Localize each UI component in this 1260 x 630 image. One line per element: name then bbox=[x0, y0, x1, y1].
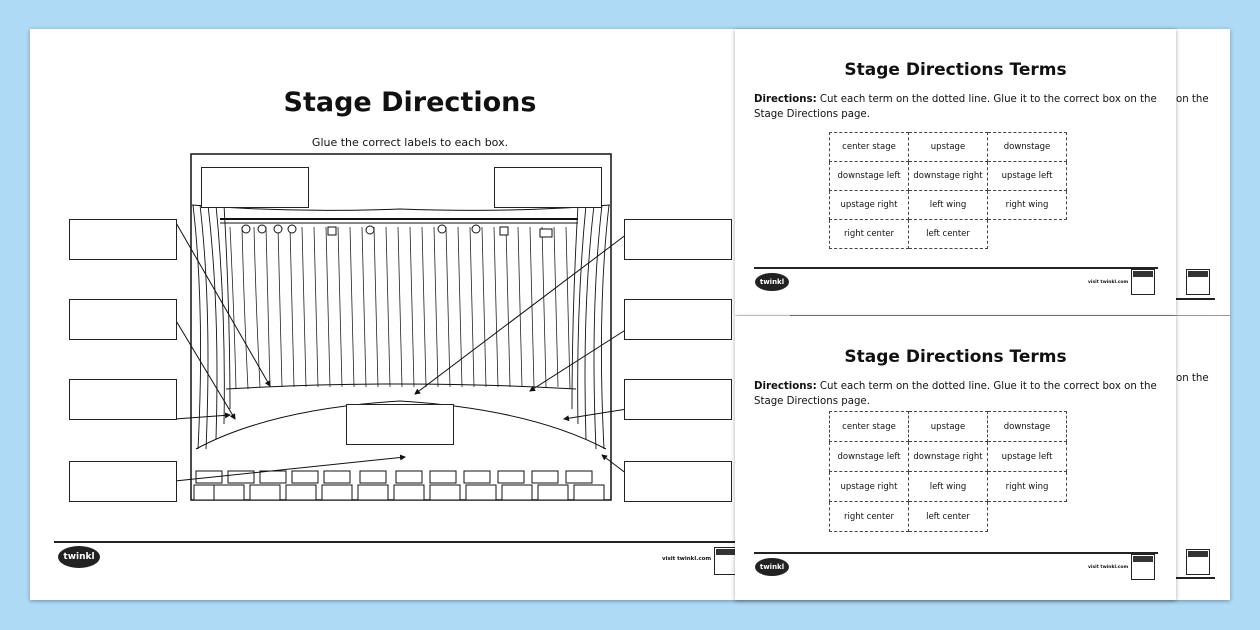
quality-badge bbox=[1131, 554, 1155, 580]
term-cell[interactable]: left center bbox=[909, 502, 988, 532]
term-cell[interactable]: downstage right bbox=[909, 442, 988, 472]
footer-line bbox=[754, 267, 1158, 269]
label-box-right-1[interactable] bbox=[624, 219, 732, 260]
stage-directions-worksheet: Stage Directions Glue the correct labels… bbox=[30, 29, 790, 600]
terms-sheet-title: Stage Directions Terms bbox=[735, 60, 1176, 80]
footer-line bbox=[54, 541, 736, 543]
empty-cell bbox=[988, 502, 1067, 532]
label-box-top-right[interactable] bbox=[494, 167, 602, 208]
label-box-right-4[interactable] bbox=[624, 461, 732, 502]
term-cell[interactable]: upstage right bbox=[830, 191, 909, 220]
term-cell[interactable]: right wing bbox=[988, 191, 1067, 220]
empty-cell bbox=[988, 220, 1067, 249]
term-cell[interactable]: upstage bbox=[909, 412, 988, 442]
twinkl-logo: twinkl bbox=[58, 546, 100, 568]
back-quality-badge bbox=[1186, 269, 1210, 295]
term-cell[interactable]: right center bbox=[830, 502, 909, 532]
label-box-top-left[interactable] bbox=[201, 167, 309, 208]
terms-grid: center stage upstage downstage downstage… bbox=[829, 132, 1067, 249]
visit-text: visit twinkl.com bbox=[1088, 565, 1128, 570]
term-cell[interactable]: downstage bbox=[988, 412, 1067, 442]
term-cell[interactable]: downstage left bbox=[830, 162, 909, 191]
directions-label: Directions: bbox=[754, 381, 817, 392]
term-cell[interactable]: left wing bbox=[909, 472, 988, 502]
label-box-left-3[interactable] bbox=[69, 379, 177, 420]
back-directions-partial: on the bbox=[1176, 92, 1209, 107]
visit-text: visit twinkl.com bbox=[1088, 280, 1128, 285]
term-cell[interactable]: center stage bbox=[830, 412, 909, 442]
terms-sheet-2: Stage Directions Terms Directions: Cut e… bbox=[735, 316, 1176, 600]
term-cell[interactable]: upstage right bbox=[830, 472, 909, 502]
terms-sheet-title: Stage Directions Terms bbox=[735, 347, 1176, 367]
label-box-right-3[interactable] bbox=[624, 379, 732, 420]
term-cell[interactable]: upstage left bbox=[988, 162, 1067, 191]
term-cell[interactable]: right wing bbox=[988, 472, 1067, 502]
term-cell[interactable]: upstage bbox=[909, 133, 988, 162]
term-cell[interactable]: right center bbox=[830, 220, 909, 249]
back-quality-badge-2 bbox=[1186, 549, 1210, 575]
terms-directions: Directions: Cut each term on the dotted … bbox=[754, 92, 1158, 122]
label-box-left-2[interactable] bbox=[69, 299, 177, 340]
back-directions-partial-2: on the bbox=[1176, 371, 1209, 386]
term-cell[interactable]: downstage left bbox=[830, 442, 909, 472]
term-cell[interactable]: downstage right bbox=[909, 162, 988, 191]
directions-label: Directions: bbox=[754, 94, 817, 105]
term-cell[interactable]: left center bbox=[909, 220, 988, 249]
twinkl-logo: twinkl bbox=[755, 558, 789, 576]
term-cell[interactable]: downstage bbox=[988, 133, 1067, 162]
label-box-center[interactable] bbox=[346, 404, 454, 445]
terms-directions: Directions: Cut each term on the dotted … bbox=[754, 379, 1158, 409]
quality-badge bbox=[1131, 269, 1155, 295]
terms-sheet-1: Stage Directions Terms Directions: Cut e… bbox=[735, 29, 1176, 315]
label-box-left-1[interactable] bbox=[69, 219, 177, 260]
footer-line bbox=[754, 552, 1158, 554]
label-box-left-4[interactable] bbox=[69, 461, 177, 502]
term-cell[interactable]: center stage bbox=[830, 133, 909, 162]
twinkl-logo: twinkl bbox=[755, 273, 789, 291]
visit-text: visit twinkl.com bbox=[662, 556, 711, 562]
label-box-right-2[interactable] bbox=[624, 299, 732, 340]
terms-grid: center stage upstage downstage downstage… bbox=[829, 411, 1067, 532]
term-cell[interactable]: upstage left bbox=[988, 442, 1067, 472]
term-cell[interactable]: left wing bbox=[909, 191, 988, 220]
